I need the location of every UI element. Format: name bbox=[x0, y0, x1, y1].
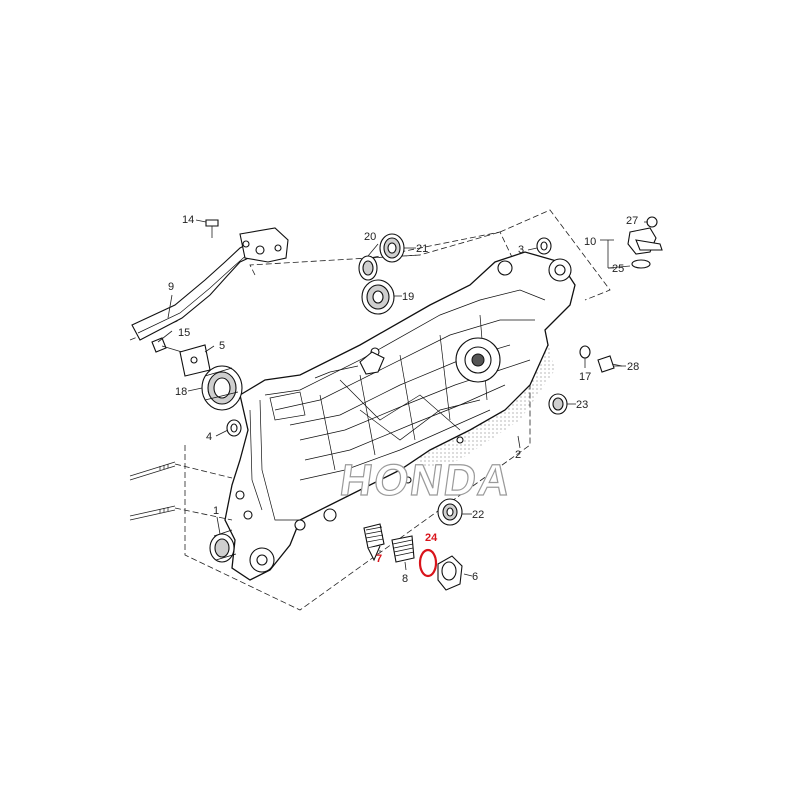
label-20: 20 bbox=[364, 231, 376, 243]
label-19: 19 bbox=[402, 291, 414, 303]
label-3: 3 bbox=[518, 244, 524, 256]
label-2: 2 bbox=[515, 449, 521, 461]
part-8-spring bbox=[391, 535, 415, 563]
part-22-seal bbox=[437, 498, 463, 526]
label-25: 25 bbox=[612, 263, 624, 275]
part-24-o-ring bbox=[418, 548, 438, 578]
part-18-bearing bbox=[201, 365, 243, 411]
label-6: 6 bbox=[472, 571, 478, 583]
part-17-washer bbox=[579, 345, 591, 359]
part-15-bolt bbox=[151, 337, 183, 353]
label-22: 22 bbox=[472, 509, 484, 521]
part-3-dowel bbox=[536, 237, 552, 255]
label-15: 15 bbox=[178, 327, 190, 339]
part-labels: 14 9 15 5 18 4 1 20 21 19 3 10 27 25 17 … bbox=[168, 214, 639, 585]
label-4: 4 bbox=[206, 431, 212, 443]
label-28: 28 bbox=[627, 361, 639, 373]
label-1: 1 bbox=[213, 505, 219, 517]
part-9-tube bbox=[131, 227, 289, 341]
label-14: 14 bbox=[182, 214, 194, 226]
honda-watermark: HONDA bbox=[337, 456, 515, 505]
label-21: 21 bbox=[416, 243, 428, 255]
studs bbox=[129, 461, 233, 521]
label-27: 27 bbox=[626, 215, 638, 227]
part-19-bearing bbox=[361, 279, 395, 315]
label-18: 18 bbox=[175, 386, 187, 398]
label-9: 9 bbox=[168, 281, 174, 293]
part-20-seal bbox=[358, 255, 378, 281]
label-5: 5 bbox=[219, 340, 225, 352]
crankcase-body bbox=[224, 251, 576, 581]
label-8: 8 bbox=[402, 573, 408, 585]
label-17: 17 bbox=[579, 371, 591, 383]
part-5-bracket bbox=[179, 344, 211, 377]
label-24: 24 bbox=[425, 532, 438, 544]
reference-outline bbox=[129, 209, 611, 611]
part-6-cap bbox=[437, 555, 463, 591]
label-7: 7 bbox=[376, 553, 382, 565]
part-21-bearing bbox=[379, 233, 405, 263]
label-23: 23 bbox=[576, 399, 588, 411]
part-4-collar bbox=[226, 419, 242, 437]
part-14-bolt bbox=[205, 219, 219, 238]
leader-lines bbox=[157, 219, 648, 577]
part-1-bushing bbox=[209, 529, 237, 563]
part-7-screen bbox=[363, 523, 385, 562]
label-10: 10 bbox=[584, 236, 596, 248]
part-23-seal bbox=[548, 393, 568, 415]
part-28-bolt bbox=[597, 355, 623, 373]
part-10-sensor bbox=[607, 216, 663, 269]
